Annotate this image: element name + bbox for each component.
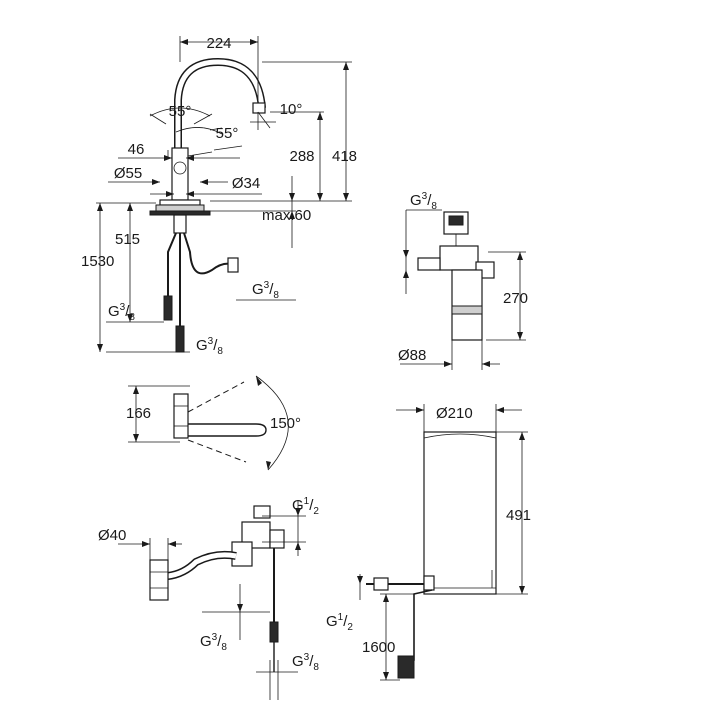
boiler-cable-length: 1600: [362, 639, 395, 656]
thread-boiler-g12: G1/2: [326, 612, 353, 633]
thread-den: 8: [313, 662, 319, 673]
filter-unit: G3/8 270 Ø88: [398, 191, 528, 370]
thread-faucet-g38-a: G3/8: [108, 302, 135, 323]
dim-height-total: 418: [332, 148, 357, 165]
thread-den: 8: [273, 290, 279, 301]
hose-connector-bottom: [175, 325, 185, 353]
filter-inlet: [417, 257, 441, 271]
valve-tee: [149, 559, 169, 601]
thread-base: G: [326, 613, 338, 630]
dim-base-dia: Ø55: [114, 165, 142, 182]
thread-valve-g38-b: G3/8: [292, 652, 319, 673]
boiler-tank: [423, 431, 497, 595]
rotation-angle: 150°: [270, 415, 301, 432]
dim-hose-515: 515: [115, 231, 140, 248]
thread-num: 1: [304, 496, 310, 507]
thread-slash: /: [309, 497, 314, 514]
hose-fitting: [227, 257, 239, 273]
dim-max-counter: max.60: [262, 207, 311, 224]
thread-num: 3: [264, 280, 270, 291]
thread-valve-g38-a: G3/8: [200, 632, 227, 653]
boiler-height: 491: [506, 507, 531, 524]
filter-cartridge: [451, 269, 483, 341]
valve-diameter: Ø40: [98, 527, 126, 544]
dim-angle-right: 55°: [216, 125, 239, 142]
thread-slash: /: [217, 633, 222, 650]
thread-base: G: [200, 633, 212, 650]
faucet-top-view: 150° 166: [126, 375, 301, 471]
valve-assembly: G1/2 Ø40 G3/8 G3/8: [98, 496, 319, 700]
dim-body-width: 46: [128, 141, 145, 158]
countertop: [155, 204, 205, 212]
thread-num: 3: [212, 632, 218, 643]
dim-height-outlet: 288: [289, 148, 314, 165]
thread-den: 8: [129, 312, 135, 323]
filter-height: 270: [503, 290, 528, 307]
thread-slash: /: [213, 337, 218, 354]
thread-base: G: [410, 192, 422, 209]
lever-pivot: [173, 161, 187, 175]
faucet-handle: [187, 151, 213, 157]
thread-slash: /: [269, 281, 274, 298]
boiler-connector: [373, 577, 389, 591]
thread-den: 8: [221, 642, 227, 653]
dim-hole-dia: Ø34: [232, 175, 260, 192]
thread-slash: /: [309, 653, 314, 670]
thread-base: G: [292, 497, 304, 514]
thread-num: 3: [120, 302, 126, 313]
filter-diameter: Ø88: [398, 347, 426, 364]
thread-num: 3: [304, 652, 310, 663]
faucet-base: [159, 199, 201, 206]
boiler-outlet: [423, 575, 435, 591]
thread-den: 8: [431, 201, 437, 212]
thread-base: G: [108, 303, 120, 320]
thread-filter-g38: G3/8: [410, 191, 437, 212]
thread-faucet-g38-b: G3/8: [252, 280, 279, 301]
thread-base: G: [292, 653, 304, 670]
thread-den: 2: [313, 506, 319, 517]
thread-num: 1: [338, 612, 344, 623]
thread-den: 2: [347, 622, 353, 633]
thread-slash: /: [427, 192, 432, 209]
top-view-body: [173, 393, 189, 439]
faucet-side-view: 224 55° 10° 55° 46 Ø55 Ø34: [81, 35, 357, 357]
hose-connector-left: [163, 295, 173, 321]
thread-den: 8: [217, 346, 223, 357]
boiler-unit: Ø210 491 G1/2 1600: [326, 404, 531, 681]
thread-num: 3: [422, 191, 428, 202]
dim-hose-1530: 1530: [81, 253, 114, 270]
spout-tip: [252, 102, 266, 114]
thread-faucet-g38-c: G3/8: [196, 336, 223, 357]
thread-slash: /: [343, 613, 348, 630]
power-plug: [397, 655, 415, 679]
thread-slash: /: [125, 303, 130, 320]
boiler-diameter: Ø210: [436, 405, 473, 422]
dim-angle-tilt: 10°: [280, 101, 303, 118]
filter-head: [439, 245, 479, 271]
dim-spout-reach: 224: [206, 35, 231, 52]
thread-base: G: [252, 281, 264, 298]
dim-angle-left: 55°: [169, 103, 192, 120]
thread-base: G: [196, 337, 208, 354]
thread-num: 3: [208, 336, 214, 347]
top-view-166: 166: [126, 405, 151, 422]
thread-valve-g12: G1/2: [292, 496, 319, 517]
valve-top: [253, 505, 271, 519]
